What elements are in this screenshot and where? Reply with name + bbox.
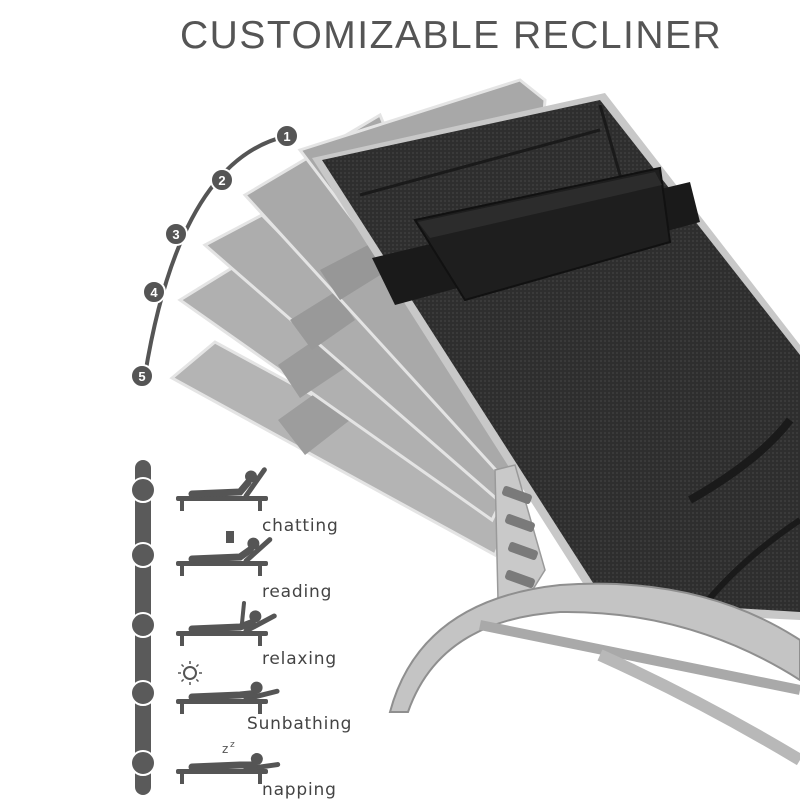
position-marker-1: 1 <box>275 124 299 148</box>
svg-text:z: z <box>230 740 235 750</box>
headrest-pillow <box>413 166 672 302</box>
recline-positions-arc <box>143 134 288 376</box>
mode-row-reading: reading <box>130 531 332 602</box>
mode-row-sunbathing: Sunbathing <box>130 661 352 734</box>
position-marker-3: 3 <box>164 222 188 246</box>
position-number: 4 <box>150 285 158 300</box>
position-number: 2 <box>218 173 225 188</box>
person-sitting-chatting-icon <box>176 467 268 511</box>
mode-label: chatting <box>262 516 339 536</box>
mode-label: reading <box>262 582 332 602</box>
person-reading-icon <box>176 531 273 576</box>
page-title: CUSTOMIZABLE RECLINER <box>180 14 723 57</box>
track-bubble <box>130 612 156 638</box>
position-number: 3 <box>172 227 179 242</box>
track-bubble <box>130 542 156 568</box>
mode-row-chatting: chatting <box>130 467 339 536</box>
mode-label: napping <box>262 780 337 800</box>
mode-label: relaxing <box>262 649 337 669</box>
position-number: 1 <box>283 129 290 144</box>
track-bubble <box>130 680 156 706</box>
position-marker-4: 4 <box>142 280 166 304</box>
person-sunbathing-icon <box>176 661 280 714</box>
track-bubble <box>130 477 156 503</box>
lounger-frame <box>388 464 800 766</box>
position-number: 5 <box>138 369 145 384</box>
main-backrest <box>312 93 800 620</box>
track-bubble <box>130 750 156 776</box>
position-marker-5: 5 <box>130 364 154 388</box>
person-relaxing-icon <box>176 601 277 646</box>
svg-text:z: z <box>222 742 228 756</box>
position-marker-2: 2 <box>210 168 234 192</box>
mode-label: Sunbathing <box>247 714 352 734</box>
mode-row-relaxing: relaxing <box>130 601 337 669</box>
